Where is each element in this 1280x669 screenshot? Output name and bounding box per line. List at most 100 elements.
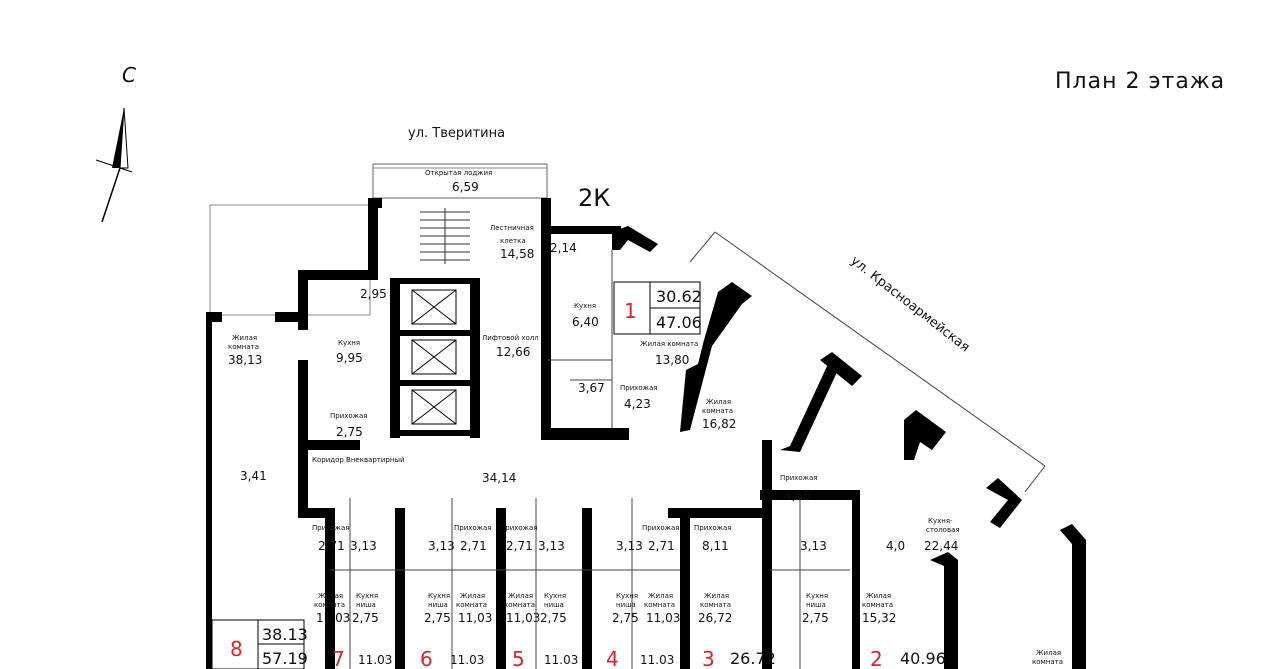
- studio-7-living-label-2: комната: [314, 601, 345, 609]
- studio-6-number: 6: [420, 647, 433, 669]
- north-arrow-icon: [95, 107, 133, 223]
- studio-6-kitchen-label-1: Кухня: [428, 592, 450, 600]
- living-38-label-2: комната: [228, 343, 259, 351]
- living-edge-label-1: Жилая: [1036, 649, 1061, 657]
- apt-3-hall-value: 8,11: [702, 539, 729, 553]
- bath-367: 3,67: [578, 381, 605, 395]
- studio-5-number: 5: [512, 647, 525, 669]
- street-boundary: [689, 231, 1046, 493]
- street-krasnoarmeyskaya: ул. Красноармейская: [848, 253, 973, 355]
- apartment-1-living: 30.62: [656, 287, 702, 306]
- studio-6-hall-label: Прихожая: [454, 524, 492, 532]
- studio-5: Прихожая 2,71 3,13 Жилая комната 11,03 К…: [500, 524, 578, 669]
- apartment-3: Прихожая 8,11 Жилая комната 26,72 3 26.7…: [694, 524, 776, 669]
- studio-5-hall-value: 2,71: [506, 539, 533, 553]
- loggia-label: Открытая лоджия: [425, 169, 492, 177]
- lift-value: 12,66: [496, 345, 530, 359]
- apt-2-kitchen-value: 2,75: [802, 611, 829, 625]
- hall-275-label: Прихожая: [330, 412, 368, 420]
- room-295: 2,95: [360, 287, 387, 301]
- living-edge-label-2: комната: [1032, 658, 1063, 666]
- kitchen-995-value: 9,95: [336, 351, 363, 365]
- apt-3-living-label-2: комната: [700, 601, 731, 609]
- apartment-8-living: 38.13: [262, 625, 308, 644]
- kitchen-640-value: 6,40: [572, 315, 599, 329]
- studio-6-living-label-1: Жилая: [460, 592, 485, 600]
- studio-6-kitchen-value: 2,75: [424, 611, 451, 625]
- kitchen-995-label: Кухня: [338, 339, 360, 347]
- kitchen-dining-label-1: Кухня-: [928, 517, 953, 525]
- hall-455-label: Прихожая: [780, 474, 818, 482]
- studio-4-kitchen-label-2: ниша: [616, 601, 636, 609]
- stairs-icon: [420, 208, 470, 264]
- apartment-8-number: 8: [230, 637, 243, 661]
- stairs-label-2: клетка: [500, 237, 526, 245]
- studio-7-number: 7: [332, 647, 345, 669]
- studio-5-hall-label: Прихожая: [500, 524, 538, 532]
- studio-7-kitchen-value: 2,75: [352, 611, 379, 625]
- lift-label: Лифтовой холл: [482, 334, 539, 342]
- living-1682-label-2: комната: [702, 407, 733, 415]
- living-38-value: 38,13: [228, 353, 262, 367]
- studio-4-hall-label: Прихожая: [642, 524, 680, 532]
- living-1380-label: Жилая комната: [640, 340, 698, 348]
- apt-2-area: 40.96: [900, 649, 946, 668]
- studio-7-hall-label: Прихожая: [312, 524, 350, 532]
- apt-3-area: 26.72: [730, 649, 776, 668]
- walls: [206, 198, 1086, 669]
- apt-2-living-label-1: Жилая: [866, 592, 891, 600]
- apt-2-kitchen-label-1: Кухня: [806, 592, 828, 600]
- studio-4-number: 4: [606, 647, 619, 669]
- studio-7-bath: 3,13: [350, 539, 377, 553]
- bath-40: 4,0: [886, 539, 905, 553]
- internal-walls: [330, 250, 850, 669]
- apartment-1-total: 47.06: [656, 313, 702, 332]
- bath-341: 3,41: [240, 469, 267, 483]
- apt-3-number: 3: [702, 647, 715, 669]
- studio-7-kitchen-label-2: ниша: [356, 601, 376, 609]
- studio-6-kitchen-label-2: ниша: [428, 601, 448, 609]
- studio-4-living-label-2: комната: [644, 601, 675, 609]
- corridor-value: 34,14: [482, 471, 516, 485]
- street-tveritina: ул. Тверитина: [408, 126, 505, 141]
- studio-4-bath: 3,13: [616, 539, 643, 553]
- kitchen-dining-label-2: столовая: [926, 526, 960, 534]
- studio-5-living-label-2: комната: [504, 601, 535, 609]
- loggia: [372, 163, 548, 199]
- hall-423-label: Прихожая: [620, 384, 658, 392]
- living-1682-label-1: Жилая: [706, 398, 731, 406]
- hall-423-value: 4,23: [624, 397, 651, 411]
- apartment-2: 3,13 Кухня ниша 2,75 Жилая комната 15,32…: [800, 539, 946, 669]
- studio-5-living-label-1: Жилая: [508, 592, 533, 600]
- studio-4-kitchen-label-1: Кухня: [616, 592, 638, 600]
- elevator-icon: [411, 289, 457, 425]
- studio-4-living-label-1: Жилая: [648, 592, 673, 600]
- section-label: 2К: [578, 184, 610, 212]
- studio-4-hall-value: 2,71: [648, 539, 675, 553]
- studio-7-area: 11.03: [358, 653, 392, 667]
- stairs-value: 14,58: [500, 247, 534, 261]
- studio-5-kitchen-label-1: Кухня: [544, 592, 566, 600]
- apt-2-living-value: 15,32: [862, 611, 896, 625]
- studio-5-bath: 3,13: [538, 539, 565, 553]
- studio-5-area: 11.03: [544, 653, 578, 667]
- stairs-label-1: Лестничная: [490, 224, 534, 232]
- apartment-1-tag: [613, 281, 701, 335]
- studio-7-hall-value: 2,71: [318, 539, 345, 553]
- north-label: С: [122, 63, 136, 87]
- room-214: 2,14: [550, 241, 577, 255]
- studio-6-hall-value: 2,71: [460, 539, 487, 553]
- living-1682-value: 16,82: [702, 417, 736, 431]
- apartment-8-tag: [211, 619, 305, 669]
- studio-7: Прихожая 2,71 3,13 Жилая комната 11,03 К…: [312, 524, 392, 669]
- studio-6-living-label-2: комната: [456, 601, 487, 609]
- hall-275-value: 2,75: [336, 425, 363, 439]
- studio-5-living-value: 11,03: [506, 611, 540, 625]
- studio-6-living-value: 11,03: [458, 611, 492, 625]
- studio-6-area: 11.03: [450, 653, 484, 667]
- plan-title: План 2 этажа: [1055, 69, 1225, 94]
- studio-4-living-value: 11,03: [646, 611, 680, 625]
- apt-2-living-label-2: комната: [862, 601, 893, 609]
- studio-6-bath: 3,13: [428, 539, 455, 553]
